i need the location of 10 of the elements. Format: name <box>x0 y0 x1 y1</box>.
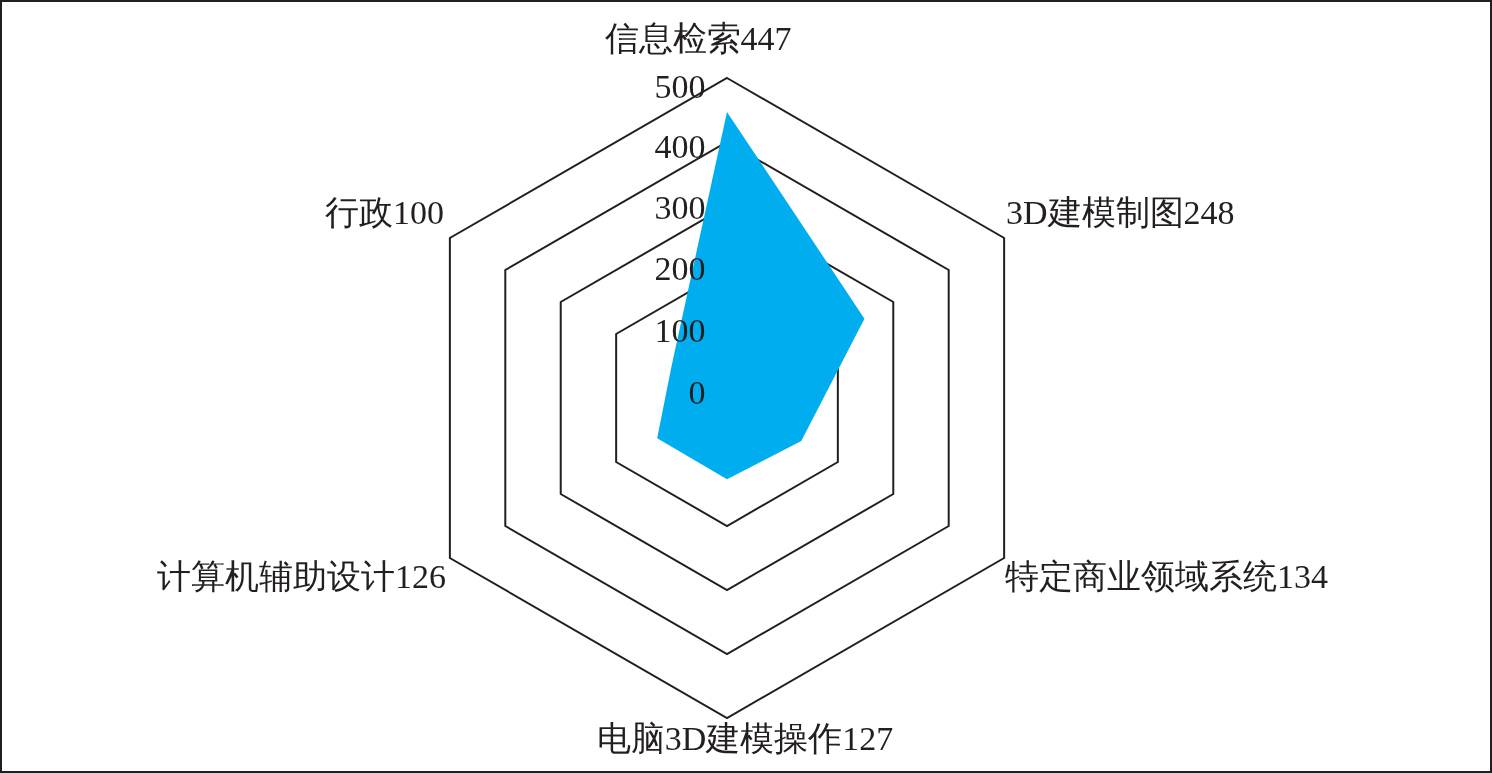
axis-label: 计算机辅助设计126 <box>157 560 446 594</box>
tick-label: 500 <box>654 70 706 104</box>
axis-label: 电脑3D建模操作127 <box>596 722 894 756</box>
tick-label: 300 <box>654 191 706 225</box>
tick-label: 400 <box>654 130 706 164</box>
tick-label: 0 <box>688 376 706 410</box>
axis-label: 3D建模制图248 <box>1006 196 1235 230</box>
axis-label: 行政100 <box>325 196 444 230</box>
axis-label: 信息检索447 <box>604 22 792 56</box>
axis-label: 特定商业领域系统134 <box>1005 560 1328 594</box>
